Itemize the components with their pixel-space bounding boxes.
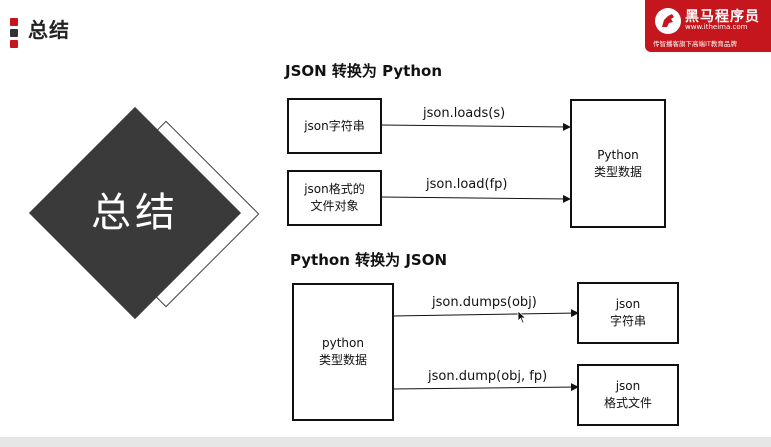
brand-logo: 黑马程序员 www.itheima.com 传智播客旗下高端IT教育品牌 [645,0,771,52]
section-title-json-to-python: JSON 转换为 Python [285,62,443,80]
arrow-dump [391,383,579,392]
box-python-data-label: Python 类型数据 [593,147,642,179]
box-json-file-output: json 格式文件 [577,364,679,426]
title-accent-bar [10,18,20,50]
box-json-string-output: json 字符串 [577,282,679,344]
arrow-dumps [391,309,579,318]
box-json-string-label: json字符串 [304,118,365,133]
horse-logo-icon [655,8,681,34]
box-python-source: python 类型数据 [292,283,394,421]
logo-slogan: 传智播客旗下高端IT教育品牌 [653,40,737,48]
box-json-file-label: json格式的 文件对象 [304,182,365,213]
mouse-cursor-icon [517,310,527,324]
box-python-data: Python 类型数据 [570,99,666,228]
logo-website: www.itheima.com [685,23,748,31]
label-json-dumps: json.dumps(obj) [432,295,537,310]
box-json-file: json格式的 文件对象 [287,170,382,226]
summary-diamond: 总结 [20,106,280,328]
page-title: 总结 [28,18,70,42]
diamond-label: 总结 [91,190,179,236]
bottom-bar [0,437,771,447]
section-title-python-to-json: Python 转换为 JSON [290,251,448,269]
logo-brand-name: 黑马程序员 [685,9,760,25]
box-json-string-output-label: json 字符串 [609,297,646,328]
box-python-source-label: python 类型数据 [318,336,367,367]
arrow-loads [379,122,571,131]
box-json-string: json字符串 [287,98,382,154]
arrow-load [379,194,571,203]
box-json-file-output-label: json 格式文件 [603,379,652,410]
label-json-dump: json.dump(obj, fp) [428,369,548,384]
label-json-load: json.load(fp) [426,177,508,192]
label-json-loads: json.loads(s) [423,106,506,121]
